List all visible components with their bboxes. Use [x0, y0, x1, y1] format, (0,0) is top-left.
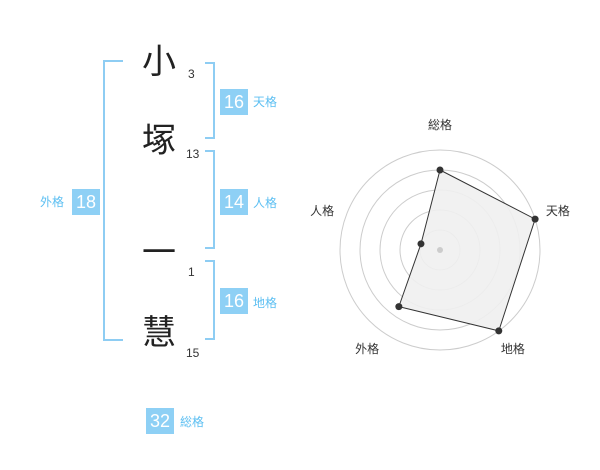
gaikaku-badge: 18 — [72, 189, 100, 215]
chikaku-label: 地格 — [253, 296, 278, 310]
radar-center-point — [437, 247, 443, 253]
radar-grid-ring — [339, 149, 541, 351]
radar-point-2 — [531, 215, 539, 223]
gaikaku-label: 外格 — [40, 195, 65, 209]
name-char-1: 小 — [142, 42, 176, 82]
stroke-count-2: 13 — [186, 147, 200, 161]
radar-axis-label: 外格 — [355, 342, 380, 357]
jinkaku-bracket — [205, 150, 215, 249]
radar-point-1 — [436, 166, 444, 174]
tenkaku-badge: 16 — [220, 89, 248, 115]
tenkaku-label: 天格 — [253, 95, 278, 109]
radar-axis-label: 天格 — [545, 203, 570, 218]
radar-axis-label: 人格 — [310, 203, 335, 218]
radar-axis-label: 地格 — [500, 342, 525, 357]
chikaku-badge: 16 — [220, 288, 248, 314]
stroke-count-4: 15 — [186, 346, 200, 360]
soukaku-label: 総格 — [180, 415, 205, 429]
radar-axis-label: 総格 — [428, 118, 453, 132]
name-char-2: 塚 — [142, 121, 176, 161]
radar-point-4 — [395, 303, 403, 311]
gaikaku-bracket — [103, 60, 123, 341]
soukaku-badge: 32 — [146, 408, 174, 434]
radar-point-5 — [417, 240, 425, 248]
stroke-count-1: 3 — [188, 67, 195, 81]
jinkaku-label: 人格 — [253, 196, 278, 210]
name-char-4: 慧 — [142, 313, 176, 353]
jinkaku-badge: 14 — [220, 189, 248, 215]
chikaku-bracket — [205, 260, 215, 340]
radar-point-3 — [495, 327, 503, 335]
name-char-3: 一 — [142, 233, 176, 273]
tenkaku-bracket — [205, 62, 215, 139]
radar-series-polygon — [398, 169, 536, 332]
stroke-count-3: 1 — [188, 265, 195, 279]
